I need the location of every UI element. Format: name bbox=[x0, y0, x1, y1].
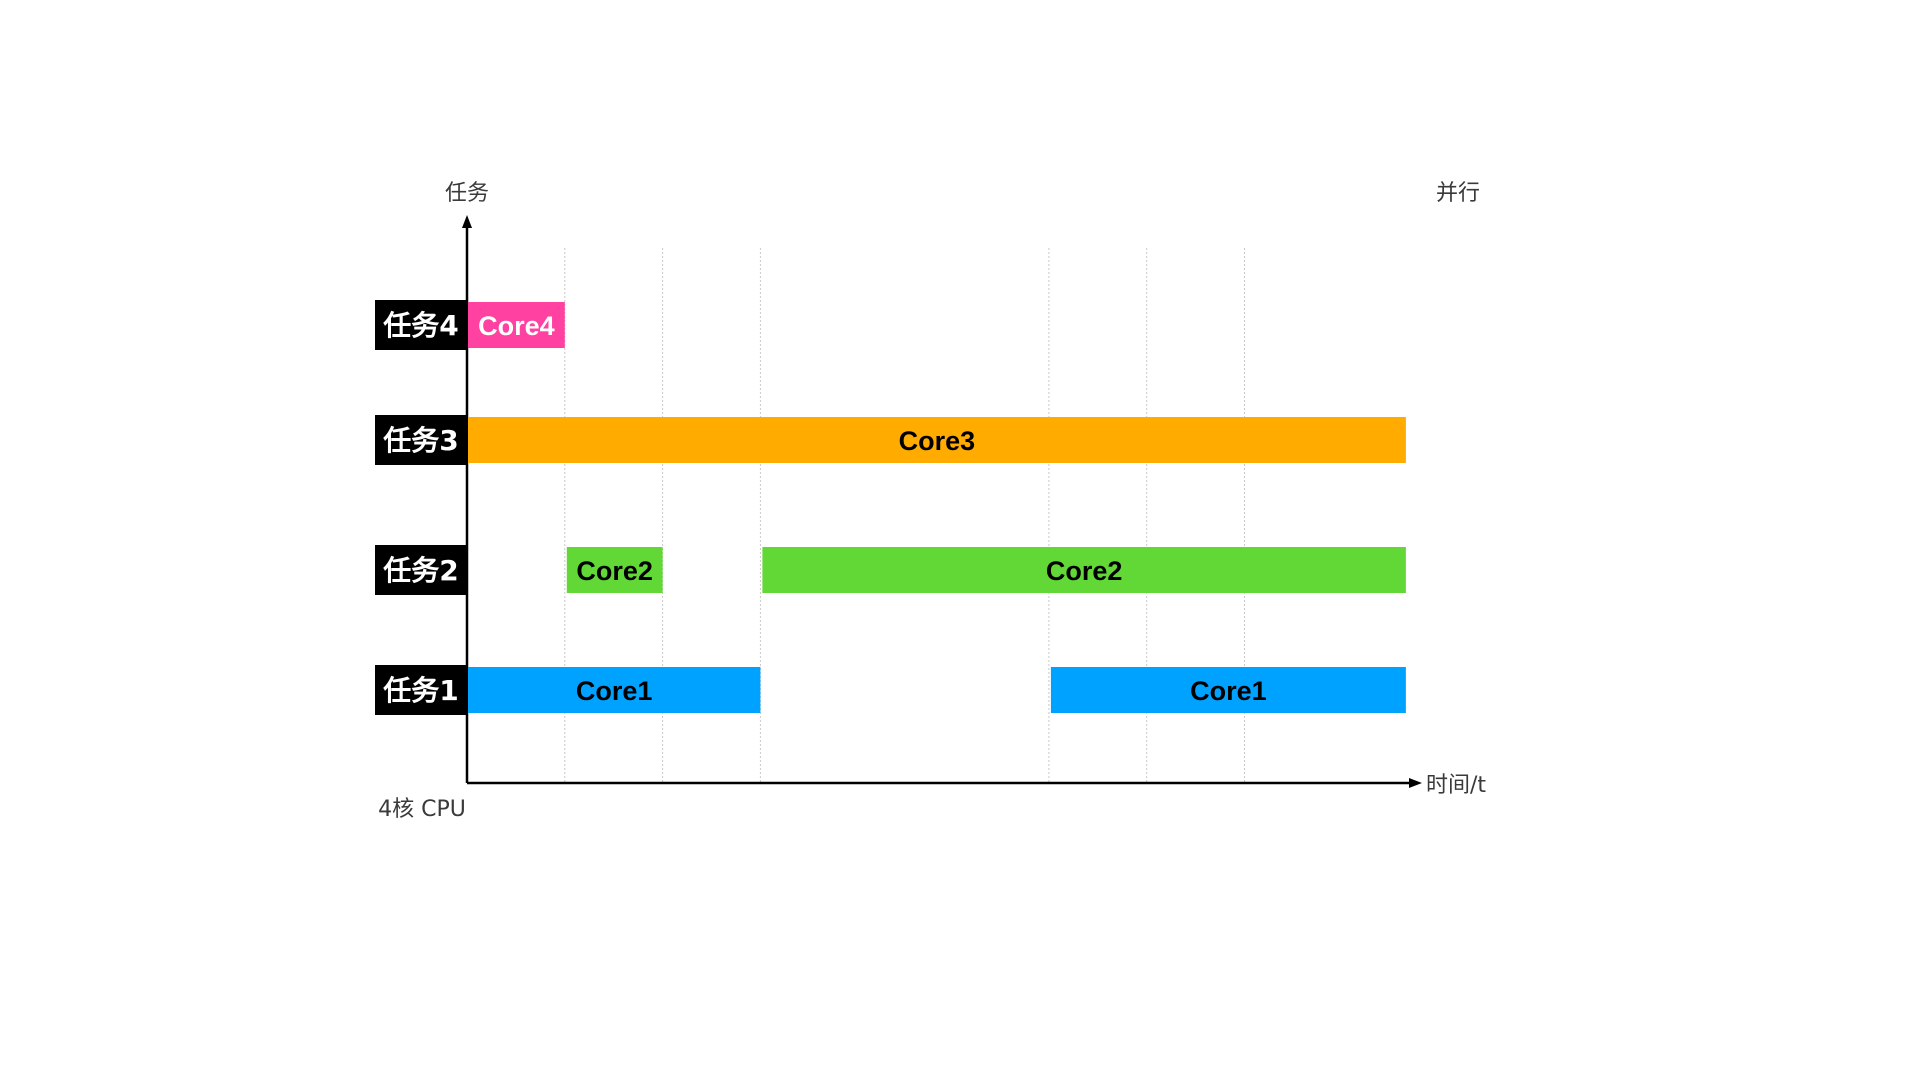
task-label: 任务3 bbox=[382, 424, 458, 457]
core-bar bbox=[762, 547, 1406, 593]
core-bar bbox=[566, 547, 663, 593]
core-bar-label: Core2 bbox=[576, 556, 653, 586]
x-axis-label: 时间/t bbox=[1426, 773, 1486, 798]
core-bar bbox=[468, 302, 565, 348]
task-row: 任务4 Core4 bbox=[375, 300, 565, 350]
core-bar-label: Core4 bbox=[478, 311, 555, 341]
task-row: 任务2 Core2 Core2 bbox=[375, 545, 1406, 595]
cpu-label: 4核 CPU bbox=[378, 797, 466, 822]
core-bar-label: Core3 bbox=[899, 426, 976, 456]
core-bar bbox=[468, 667, 761, 713]
task-label-box bbox=[375, 415, 467, 465]
core-bar bbox=[1050, 667, 1406, 713]
task-label-box bbox=[375, 665, 467, 715]
core-bar bbox=[468, 417, 1406, 463]
core-bar-label: Core2 bbox=[1046, 556, 1123, 586]
task-row: 任务1 Core1 Core1 bbox=[375, 665, 1406, 715]
task-row: 任务3 Core3 bbox=[375, 415, 1406, 465]
core-bar-label: Core1 bbox=[576, 676, 653, 706]
task-label-box bbox=[375, 300, 467, 350]
y-axis-arrowhead bbox=[462, 215, 472, 228]
y-axis-label: 任务 bbox=[445, 181, 489, 206]
task-label: 任务4 bbox=[382, 309, 458, 342]
mode-label: 并行 bbox=[1436, 181, 1480, 206]
task-label: 任务1 bbox=[382, 674, 458, 707]
core-bar-label: Core1 bbox=[1190, 676, 1267, 706]
task-label: 任务2 bbox=[382, 554, 458, 587]
task-rows: 任务4 Core4 任务3 Core3 任务2 Core2 Core2 任务1 Core1 Cor… bbox=[375, 300, 1406, 715]
x-axis-arrowhead bbox=[1409, 778, 1422, 788]
task-label-box bbox=[375, 545, 467, 595]
